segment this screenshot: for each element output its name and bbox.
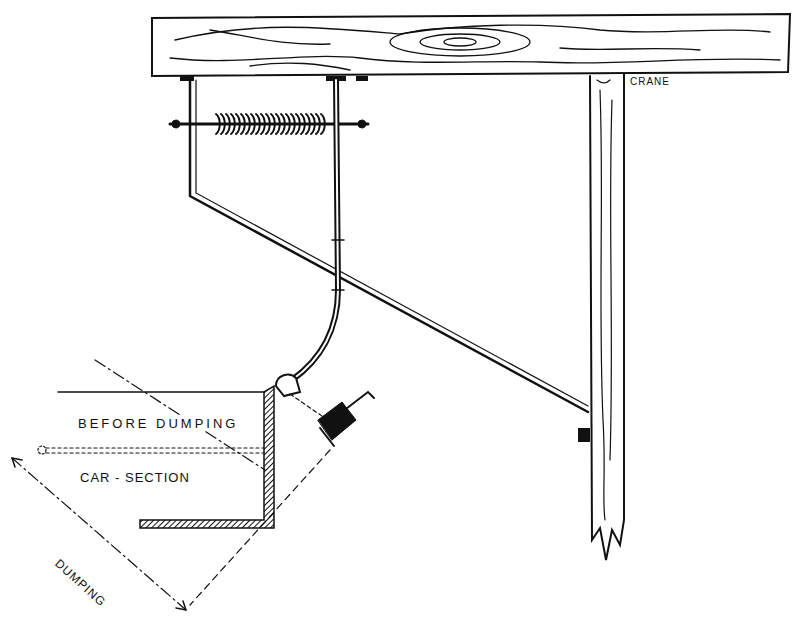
coil-winding <box>246 114 250 134</box>
coil-winding <box>316 114 320 134</box>
coil-winding <box>296 114 300 134</box>
coil-winding <box>236 114 240 134</box>
coil-winding <box>216 114 220 134</box>
coil-winding <box>231 114 235 134</box>
coil-winding <box>256 114 260 134</box>
coil-winding <box>301 114 305 134</box>
section-label: CAR - SECTION <box>78 470 192 485</box>
coil-winding <box>291 114 295 134</box>
coil-winding <box>281 114 285 134</box>
coil-winding <box>251 114 255 134</box>
coil-winding <box>286 114 290 134</box>
part-label: CRANE <box>628 74 672 89</box>
coil-winding <box>266 114 270 134</box>
coil-winding <box>311 114 315 134</box>
coil-winding <box>261 114 265 134</box>
position-label: DUMPING <box>50 555 110 611</box>
coil-winding <box>271 114 275 134</box>
coil-winding <box>221 114 225 134</box>
coil-winding <box>276 114 280 134</box>
coil-winding <box>321 114 325 134</box>
coil-winding <box>226 114 230 134</box>
coil-winding <box>306 114 310 134</box>
coil-winding <box>241 114 245 134</box>
position-label: BEFORE DUMPING <box>76 416 240 431</box>
